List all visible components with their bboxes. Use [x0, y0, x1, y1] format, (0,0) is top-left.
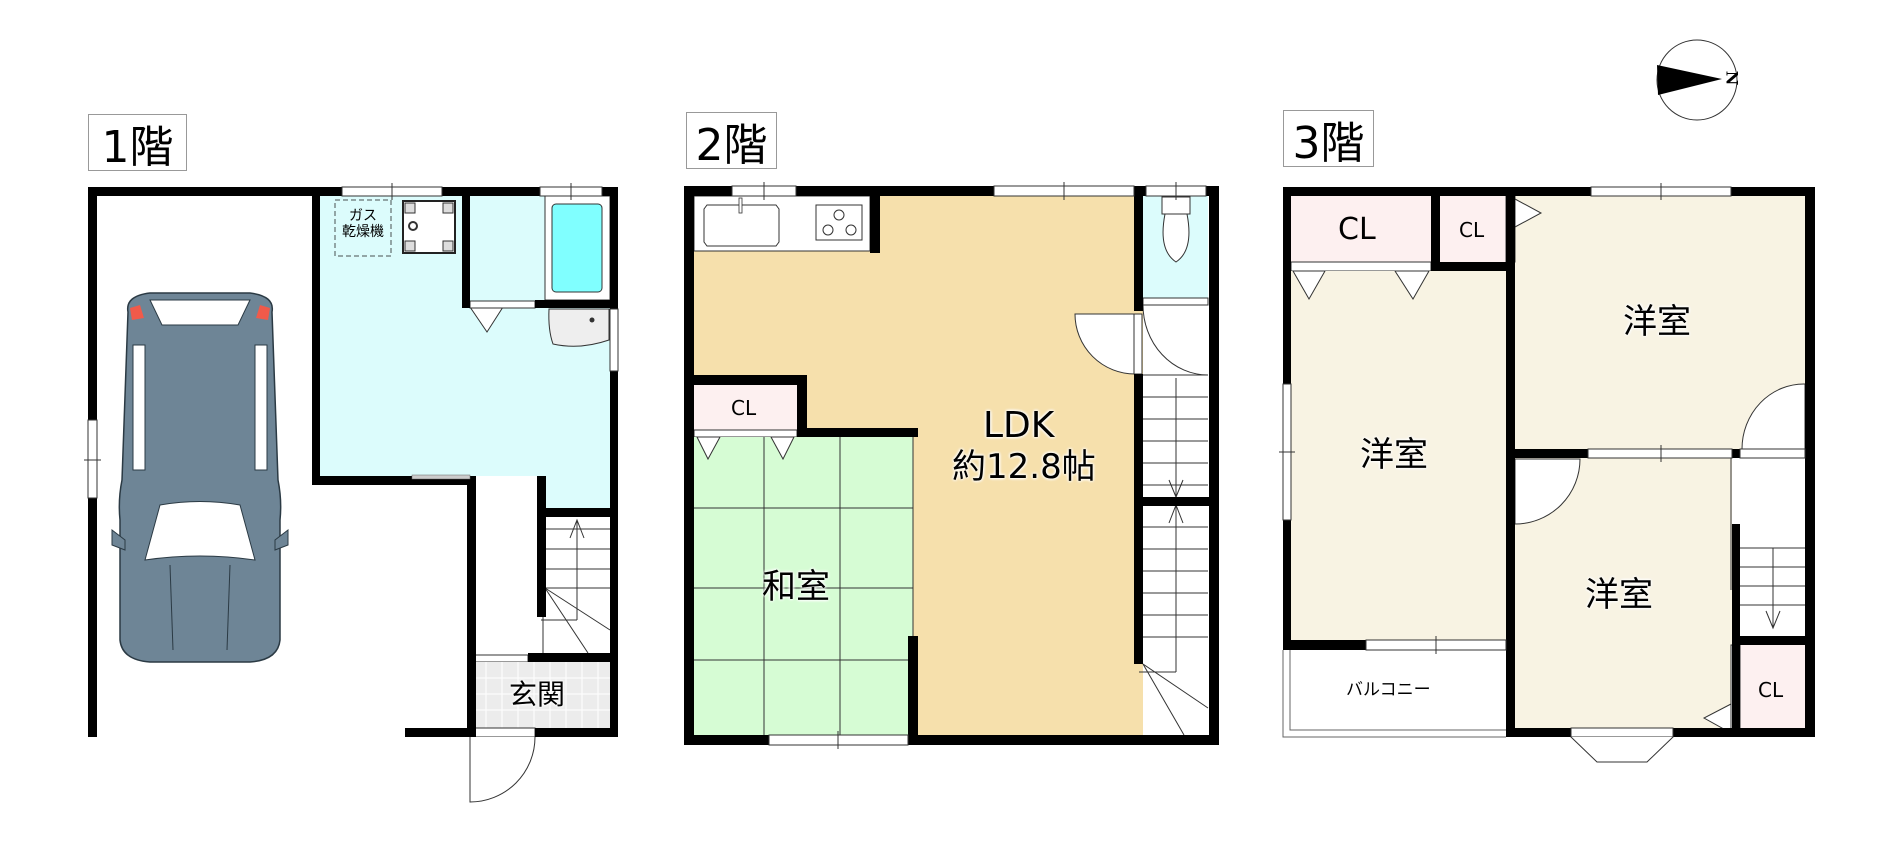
western-room-lower-right-label: 洋室	[1585, 575, 1653, 615]
floor-2-plan	[684, 182, 1219, 749]
gas-dryer-label: ガス 乾燥機	[342, 208, 384, 241]
balcony	[1282, 650, 1506, 738]
floor-1-plan	[84, 183, 619, 803]
upper-room-door	[1741, 383, 1806, 450]
bathtub-water	[551, 203, 603, 293]
gas-dryer-box	[334, 199, 392, 257]
floor-3-plan	[1279, 183, 1815, 763]
closet-3f-c-label: CL	[1758, 678, 1784, 702]
floor-2-title: 2階	[686, 112, 777, 171]
western-room-left-label: 洋室	[1360, 435, 1428, 475]
lower-room-door	[1514, 458, 1581, 525]
entrance-door	[469, 736, 536, 803]
entrance-label: 玄関	[509, 678, 566, 711]
compass-icon	[1656, 39, 1738, 121]
ldk-size-label: 約12.8帖	[952, 447, 1096, 487]
ldk-label: LDK	[983, 405, 1055, 446]
car-icon	[111, 292, 289, 663]
floor-1-title: 1階	[88, 114, 187, 173]
compass-north-label: N	[1722, 70, 1742, 86]
closet-3f-a-label: CL	[1338, 212, 1376, 247]
floor-3-title: 3階	[1283, 110, 1374, 169]
walls-2f	[684, 186, 1219, 745]
sink	[703, 204, 780, 247]
toilet-icon	[1161, 196, 1191, 263]
balcony-label: バルコニー	[1346, 680, 1431, 700]
washitsu-label: 和室	[762, 567, 830, 607]
closet-2f-label: CL	[731, 396, 757, 420]
closet-2f-fill	[694, 385, 797, 430]
western-room-upper-right-label: 洋室	[1623, 302, 1691, 342]
wash-basin	[548, 308, 610, 347]
entrance-fill	[470, 662, 610, 728]
washitsu-fill	[694, 437, 913, 735]
closet-3f-b-label: CL	[1459, 218, 1485, 242]
ldk-door	[1074, 313, 1136, 375]
